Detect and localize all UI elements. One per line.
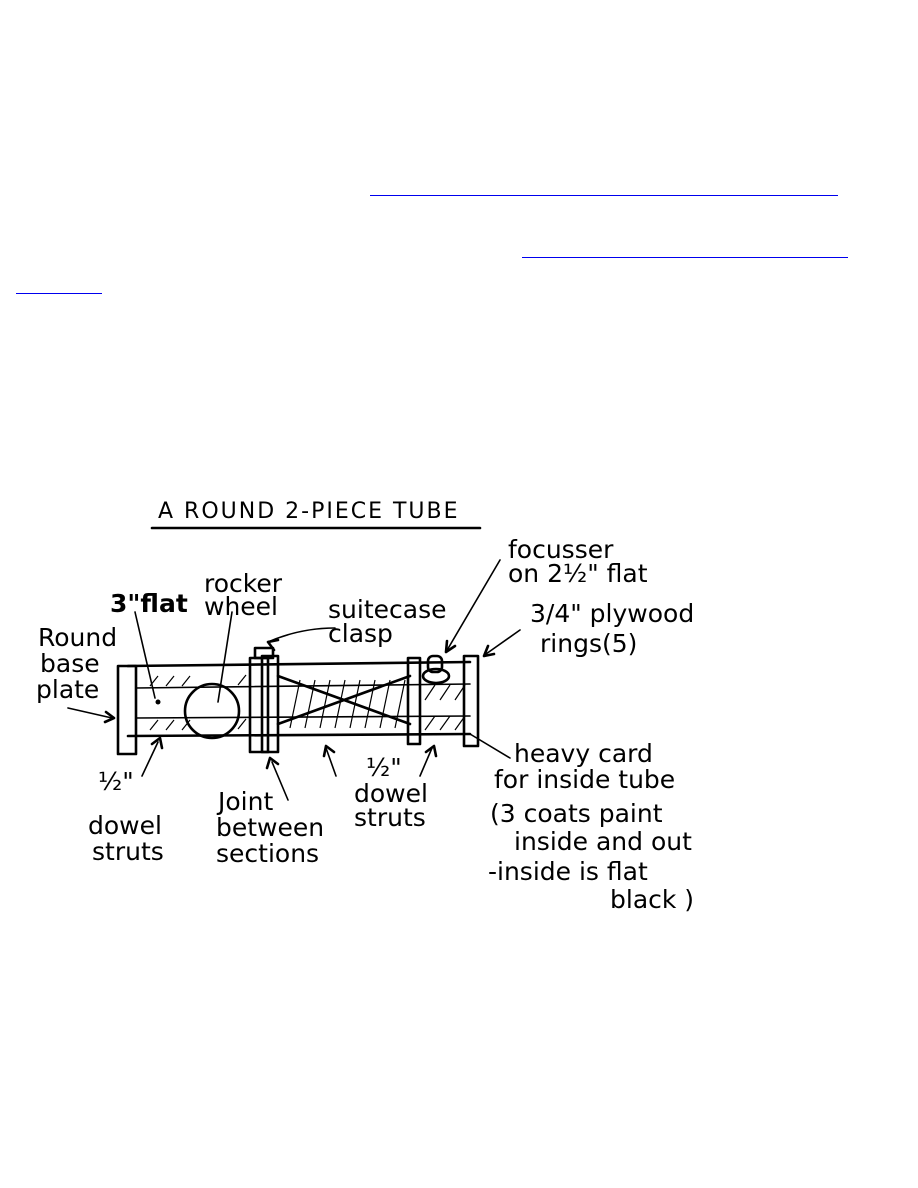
- label-3-flat: 3"flat: [110, 589, 188, 618]
- label-dowel-mid-1: ½": [366, 753, 402, 782]
- focusser: [421, 654, 451, 685]
- card-hatching-left: [149, 674, 247, 731]
- label-round-1: Round: [38, 623, 117, 652]
- tube-body: [126, 660, 472, 738]
- label-joint-2: between: [216, 813, 324, 842]
- label-dowel-mid-2: dowel: [354, 779, 428, 808]
- label-dowel-left-2: dowel: [88, 811, 162, 840]
- label-focusser-2: on 2½" flat: [508, 559, 648, 588]
- label-card-5: -inside is flat: [488, 857, 648, 886]
- rocker-wheel: [183, 682, 241, 740]
- label-card-2: for inside tube: [494, 765, 675, 794]
- label-plywood-1: 3/4" plywood: [530, 599, 694, 628]
- label-dowel-mid-3: struts: [354, 803, 426, 832]
- hyperlink-underline-1[interactable]: [370, 195, 838, 196]
- label-card-3: (3 coats paint: [490, 799, 663, 828]
- flat-marker: [155, 699, 161, 705]
- label-dowel-left-3: struts: [92, 837, 164, 866]
- label-round-3: plate: [36, 675, 99, 704]
- base-plate-ring: [116, 664, 138, 756]
- label-plywood-2: rings(5): [540, 629, 637, 658]
- label-rocker-2: wheel: [204, 592, 278, 621]
- diagram-title: A ROUND 2-PIECE TUBE: [158, 499, 460, 524]
- leader-lines: [67, 559, 521, 801]
- suitcase-clasp: [253, 646, 275, 660]
- joint-ring-a: [248, 656, 270, 754]
- label-joint-3: sections: [216, 839, 319, 868]
- label-card-4: inside and out: [514, 827, 692, 856]
- telescope-tube-diagram: A ROUND 2-PIECE TUBE: [36, 499, 694, 914]
- label-suitcase-1: suitecase: [328, 595, 446, 624]
- hyperlink-underline-2[interactable]: [522, 257, 848, 258]
- middle-ring: [406, 656, 422, 746]
- label-card-1: heavy card: [514, 739, 653, 768]
- label-rocker-1: rocker: [204, 569, 283, 598]
- hyperlink-underline-3[interactable]: [16, 293, 102, 294]
- label-suitcase-2: clasp: [328, 619, 393, 648]
- label-focusser-1: focusser: [508, 535, 614, 564]
- label-joint-1: Joint: [216, 787, 273, 816]
- cross-strut-2: [276, 674, 412, 726]
- joint-ring-b: [260, 654, 280, 754]
- label-card-6: black ): [610, 885, 694, 914]
- end-ring: [462, 654, 480, 748]
- label-round-2: base: [40, 649, 100, 678]
- label-dowel-left-1: ½": [98, 767, 134, 796]
